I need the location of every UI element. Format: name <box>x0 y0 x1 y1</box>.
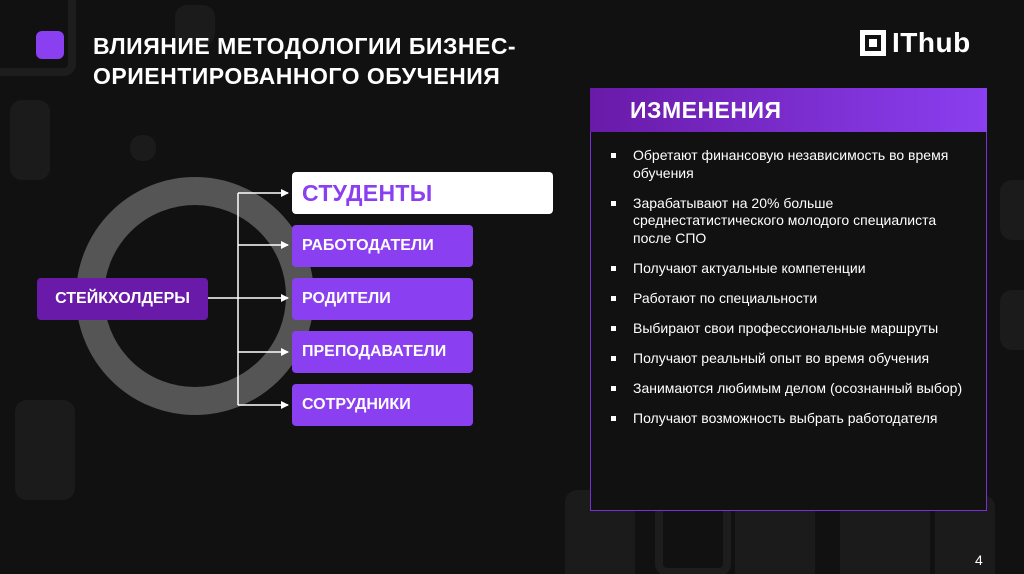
target-staff: СОТРУДНИКИ <box>292 384 473 426</box>
title-bullet-icon <box>36 31 64 59</box>
background-tile <box>10 100 50 180</box>
page-number: 4 <box>975 552 983 568</box>
slide-title: ВЛИЯНИЕ МЕТОДОЛОГИИ БИЗНЕС-ОРИЕНТИРОВАНН… <box>93 33 517 89</box>
target-parents: РОДИТЕЛИ <box>292 278 473 320</box>
background-tile <box>0 0 76 76</box>
background-tile <box>130 135 156 161</box>
changes-panel: Обретают финансовую независимость во вре… <box>590 132 987 511</box>
background-tile <box>1000 290 1024 350</box>
changes-list: Обретают финансовую независимость во вре… <box>591 132 986 427</box>
logo-text: IThub <box>892 27 971 58</box>
background-tile <box>175 5 215 45</box>
target-teachers: ПРЕПОДАВАТЕЛИ <box>292 331 473 373</box>
list-item: Зарабатывают на 20% больше среднестатист… <box>609 195 966 248</box>
ithub-logo: IThub <box>860 26 971 60</box>
stakeholders-box: СТЕЙКХОЛДЕРЫ <box>37 278 208 320</box>
ithub-logo-icon <box>860 30 886 56</box>
list-item: Получают реальный опыт во время обучения <box>609 350 966 368</box>
list-item: Работают по специальности <box>609 290 966 308</box>
changes-header: ИЗМЕНЕНИЯ <box>590 88 987 132</box>
target-employers: РАБОТОДАТЕЛИ <box>292 225 473 267</box>
list-item: Занимаются любимым делом (осознанный выб… <box>609 380 966 398</box>
list-item: Получают возможность выбрать работодател… <box>609 410 966 428</box>
list-item: Выбирают свои профессиональные маршруты <box>609 320 966 338</box>
list-item: Получают актуальные компетенции <box>609 260 966 278</box>
background-tile <box>15 400 75 500</box>
target-students: СТУДЕНТЫ <box>292 172 553 214</box>
list-item: Обретают финансовую независимость во вре… <box>609 147 966 182</box>
background-tile <box>1000 180 1024 240</box>
